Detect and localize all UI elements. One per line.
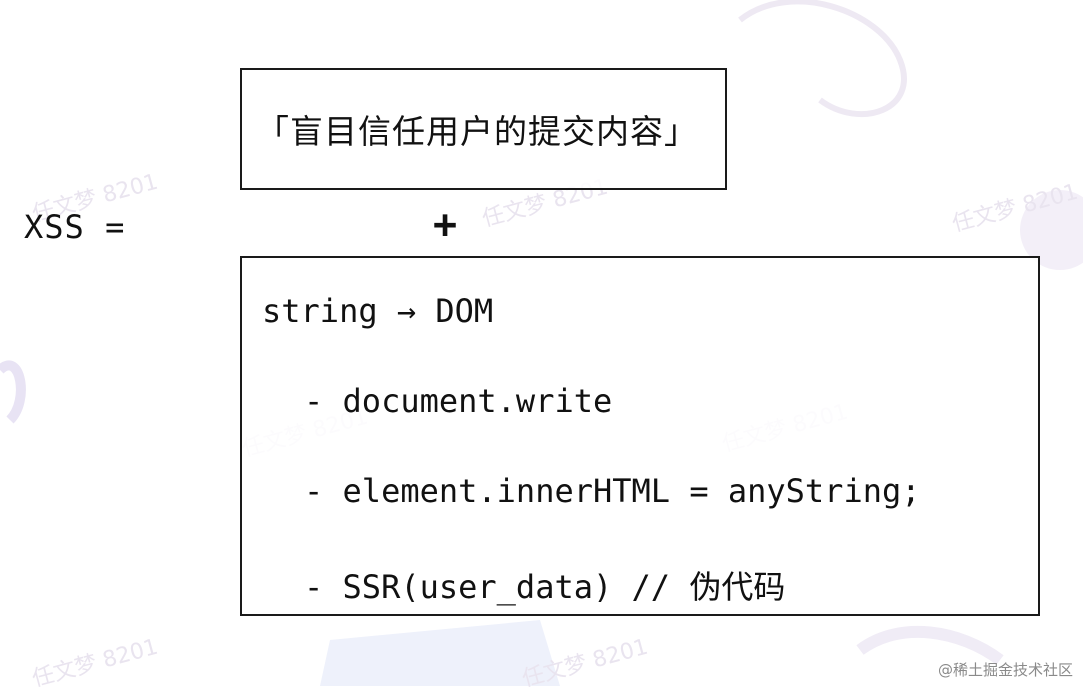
bottom-box: string → DOM - document.write - element.… <box>240 256 1040 616</box>
watermark: 任文梦 8201 <box>949 179 1081 238</box>
credit-watermark: @稀土掘金技术社区 <box>937 661 1073 679</box>
code-line-inner-html: - element.innerHTML = anyString; <box>304 472 921 510</box>
xss-label: XSS = <box>24 208 126 246</box>
code-line-document-write: - document.write <box>304 382 613 420</box>
watermark: 任文梦 8201 <box>519 634 651 693</box>
plus-sign: + <box>433 202 458 248</box>
top-box: 「盲目信任用户的提交内容」 <box>240 68 727 190</box>
watermark: 任文梦 8201 <box>29 634 161 693</box>
code-line-heading: string → DOM <box>262 292 494 330</box>
top-box-text: 「盲目信任用户的提交内容」 <box>256 112 698 151</box>
code-line-ssr: - SSR(user_data) // 伪代码 <box>304 568 786 606</box>
